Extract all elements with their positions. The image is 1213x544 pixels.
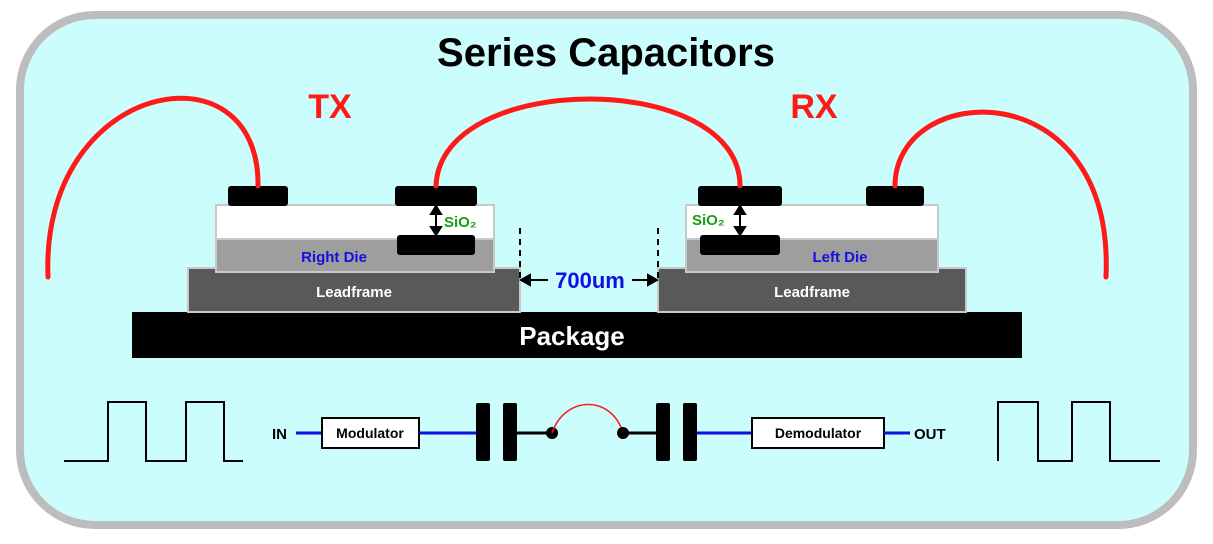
modulator-label: Modulator [336,425,404,441]
diagram-title: Series Capacitors [437,31,775,75]
tx-outer-bond-wire [45,95,261,280]
gap-dimension-arrow [518,273,660,287]
rx-bond-pad [866,186,924,206]
leadframe-left [187,267,521,313]
tx-capacitor-plate-2 [503,403,517,461]
rx-capacitor-plate-1 [656,403,670,461]
leadframe-left-label: Leadframe [316,284,392,301]
rx-capacitor-plate-2 [683,403,697,461]
tx-top-plate [395,186,477,206]
rx-oxide-arrow [733,204,747,237]
tx-label: TX [308,88,352,126]
rx-outer-bond-wire [892,109,1109,280]
rx-bottom-plate [700,235,780,255]
input-waveform [64,401,243,462]
input-label: IN [272,426,287,443]
right-die-top-layer [215,204,495,240]
gap-label: 700um [555,268,625,293]
rx-label: RX [790,88,838,126]
demodulator-box [751,417,885,449]
rx-oxide-label: SiO₂ [692,212,725,229]
tx-bottom-plate [397,235,475,255]
output-label: OUT [914,426,946,443]
tx-bond-pad [228,186,288,206]
left-die-top-layer [685,204,939,240]
background-panel [16,11,1197,529]
left-die-label: Left Die [812,249,867,266]
tx-oxide-label: SiO₂ [444,214,477,231]
leadframe-right-label: Leadframe [774,284,850,301]
right-die-label: Right Die [301,249,367,266]
output-waveform [997,401,1160,462]
tx-oxide-arrow [429,204,443,237]
die-to-die-bond-wire [433,96,743,189]
package-label: Package [519,321,625,351]
tx-capacitor-plate-1 [476,403,490,461]
package-substrate [132,312,1022,358]
demodulator-label: Demodulator [775,425,862,441]
schematic-bond-wire [551,403,624,434]
rx-top-plate [698,186,782,206]
leadframe-right [657,267,967,313]
